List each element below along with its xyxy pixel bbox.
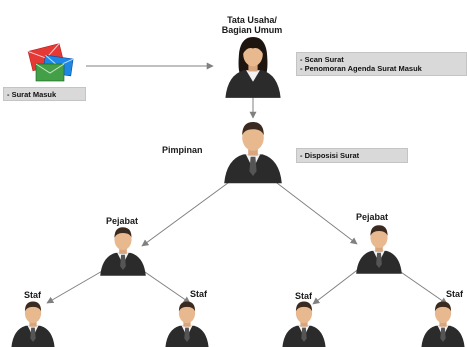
arrow-pejabat-right-to-staf-3: [312, 267, 361, 305]
pejabat-left-male-person-icon: [100, 227, 146, 276]
arrow-pimpinan-to-pejabat-right: [272, 179, 358, 245]
staf-3-label: Staf: [295, 291, 313, 301]
staf-2-label: Staf: [190, 289, 208, 299]
tata-usaha-female-person-icon: [225, 36, 281, 98]
arrow-pimpinan-to-pejabat-left: [141, 179, 233, 247]
staf-1-label: Staf: [24, 290, 42, 300]
pejabat-left-label: Pejabat: [106, 216, 139, 226]
pimpinan-male-person-icon: [224, 122, 282, 184]
staf-4-label: Staf: [446, 289, 464, 299]
staf-3-male-person-icon: [282, 301, 326, 347]
pimpinan-label: Pimpinan: [162, 145, 203, 155]
arrow-pejabat-left-to-staf-1: [46, 269, 105, 304]
tata-usaha-note: - Scan Surat - Penomoran Agenda Surat Ma…: [296, 52, 467, 76]
staf-1-male-person-icon: [11, 301, 55, 347]
arrow-pejabat-left-to-staf-2: [141, 269, 191, 304]
disposisi-note: - Disposisi Surat: [296, 148, 408, 163]
penomoran-note: - Penomoran Agenda Surat Masuk: [300, 64, 422, 73]
surat-masuk-note: - Surat Masuk: [3, 87, 86, 101]
tata-usaha-label: Tata Usaha/ Bagian Umum: [221, 15, 283, 35]
scan-surat-note: - Scan Surat: [300, 55, 344, 64]
staf-2-male-person-icon: [165, 301, 209, 347]
staf-4-male-person-icon: [421, 301, 465, 347]
envelope-stack-icon: [27, 43, 74, 82]
pejabat-right-male-person-icon: [356, 225, 402, 274]
arrow-pejabat-right-to-staf-4: [394, 267, 448, 305]
pejabat-right-label: Pejabat: [356, 212, 389, 222]
